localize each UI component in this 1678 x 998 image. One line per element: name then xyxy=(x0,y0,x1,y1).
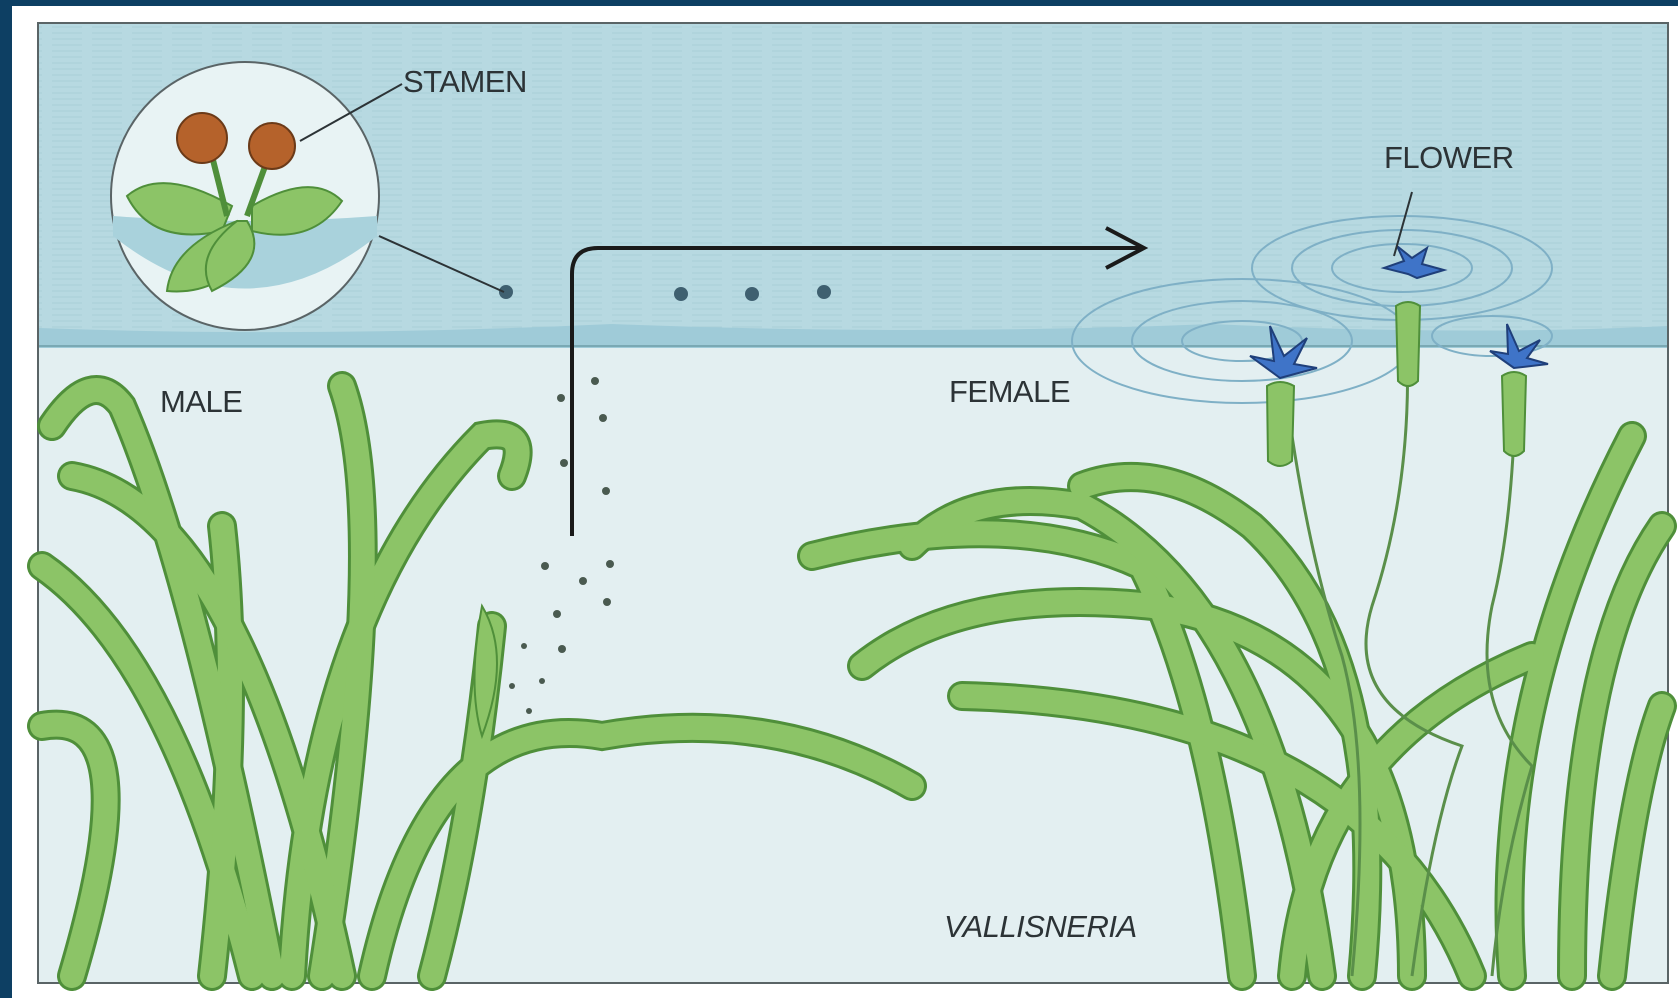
male-label: MALE xyxy=(160,384,242,420)
species-label: VALLISNERIA xyxy=(944,909,1137,945)
flower-label: FLOWER xyxy=(1384,140,1514,176)
stamen-label: STAMEN xyxy=(403,64,527,100)
stamen-inset-circle xyxy=(111,62,379,330)
female-label: FEMALE xyxy=(949,374,1070,410)
diagram-frame: STAMEN FLOWER MALE FEMALE VALLISNERIA xyxy=(12,6,1678,998)
